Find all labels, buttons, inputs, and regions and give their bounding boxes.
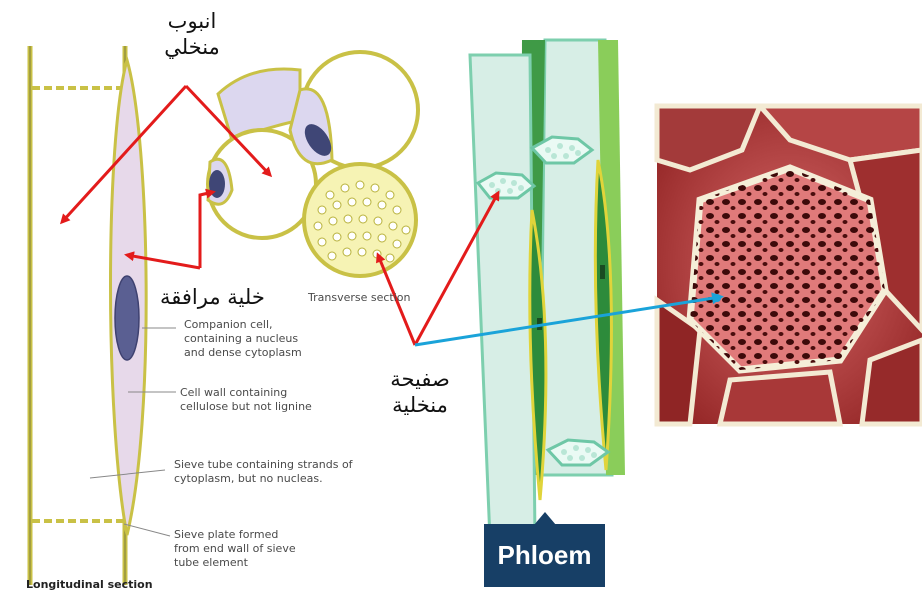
annotation-line: tube element — [174, 556, 296, 570]
caption-transverse-section: Transverse section — [308, 291, 410, 305]
annotation-line: Sieve tube containing strands of — [174, 458, 353, 472]
label-sieve-plate-line2: منخلية — [380, 392, 460, 418]
annotation-line: cellulose but not lignine — [180, 400, 312, 414]
label-sieve-tube-line1: انبوب — [152, 8, 232, 34]
annotation-line: containing a nucleus — [184, 332, 302, 346]
annotation-line: Companion cell, — [184, 318, 302, 332]
annotation-line: Sieve plate formed — [174, 528, 296, 542]
label-sieve-tube-ar: انبوب منخلي — [152, 8, 232, 60]
annotation-sieve-plate: Sieve plate formed from end wall of siev… — [174, 528, 296, 570]
annotation-line: and dense cytoplasm — [184, 346, 302, 360]
annotation-sieve-tube: Sieve tube containing strands of cytopla… — [174, 458, 353, 486]
label-sieve-tube-line2: منخلي — [152, 34, 232, 60]
annotation-companion-cell: Companion cell, containing a nucleus and… — [184, 318, 302, 360]
phloem-badge-label: Phloem — [498, 540, 592, 571]
annotation-cell-wall: Cell wall containing cellulose but not l… — [180, 386, 312, 414]
longitudinal-section — [30, 46, 176, 585]
label-sieve-plate-ar: صفيحة منخلية — [380, 366, 460, 418]
annotation-line: Cell wall containing — [180, 386, 312, 400]
label-sieve-plate-line1: صفيحة — [380, 366, 460, 392]
annotation-line: from end wall of sieve — [174, 542, 296, 556]
caption-longitudinal-section: Longitudinal section — [26, 578, 153, 592]
label-companion-cell-ar: خلية مرافقة — [160, 284, 265, 310]
annotation-line: cytoplasm, but no nucleas. — [174, 472, 353, 486]
transverse-section — [208, 52, 418, 276]
phloem-tubes — [470, 40, 625, 540]
phloem-badge: Phloem — [484, 524, 605, 587]
micrograph-sieve-plate — [657, 106, 922, 424]
